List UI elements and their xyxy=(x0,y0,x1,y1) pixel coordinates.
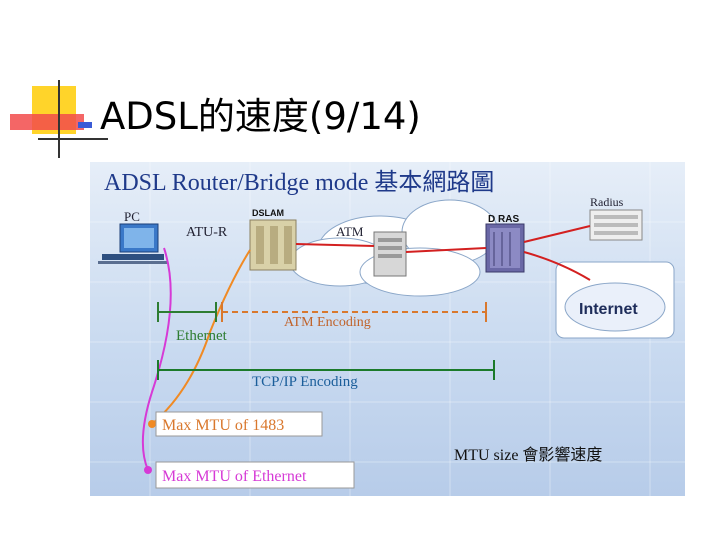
diagram-canvas: ADSL Router/Bridge mode 基本網路圖 Internet P… xyxy=(90,162,685,496)
network-diagram: ADSL Router/Bridge mode 基本網路圖 Internet P… xyxy=(90,162,685,496)
internet-label: Internet xyxy=(579,301,638,318)
decor-red-bar xyxy=(10,114,84,130)
ethernet-bracket xyxy=(157,302,217,322)
mtu-size-note: MTU size 會影響速度 xyxy=(454,446,602,464)
atm-label: ATM xyxy=(336,224,364,239)
radius-server-icon xyxy=(589,209,643,241)
atm-encoding-label: ATM Encoding xyxy=(284,315,371,330)
atm-cloud xyxy=(289,199,499,297)
mtu-ethernet-box xyxy=(155,461,355,489)
page-title: ADSL的速度(9/14) xyxy=(100,95,421,138)
red-links xyxy=(295,225,591,281)
decor-blue-bar xyxy=(78,122,92,128)
dslam-label: DSLAM xyxy=(252,208,284,218)
dras-icon xyxy=(485,223,525,273)
tcpip-bracket xyxy=(157,360,495,380)
pc-label: PC xyxy=(124,209,140,224)
atm-switch-icon xyxy=(373,231,407,277)
dras-label: D RAS xyxy=(488,214,519,225)
mtu-1483-box xyxy=(155,411,323,437)
tcpip-label: TCP/IP Encoding xyxy=(252,374,358,390)
pc-icon xyxy=(98,223,168,264)
ethernet-label: Ethernet xyxy=(176,328,228,344)
orange-link-end xyxy=(148,420,156,428)
decor-horizontal-line xyxy=(38,138,108,140)
radius-label: Radius xyxy=(590,195,624,209)
orange-link xyxy=(151,249,251,425)
mtu-ethernet-label: Max MTU of Ethernet xyxy=(162,468,307,485)
internet-cloud xyxy=(555,261,675,339)
magenta-link xyxy=(141,247,172,471)
atm-encoding-bracket xyxy=(221,302,487,322)
diagram-heading: ADSL Router/Bridge mode 基本網路圖 xyxy=(104,169,494,196)
mtu-1483-label: Max MTU of 1483 xyxy=(162,417,284,434)
magenta-link-end xyxy=(144,466,152,474)
decor-vertical-line xyxy=(58,80,60,158)
atu-r-label: ATU-R xyxy=(186,225,228,240)
dslam-icon xyxy=(249,219,297,271)
